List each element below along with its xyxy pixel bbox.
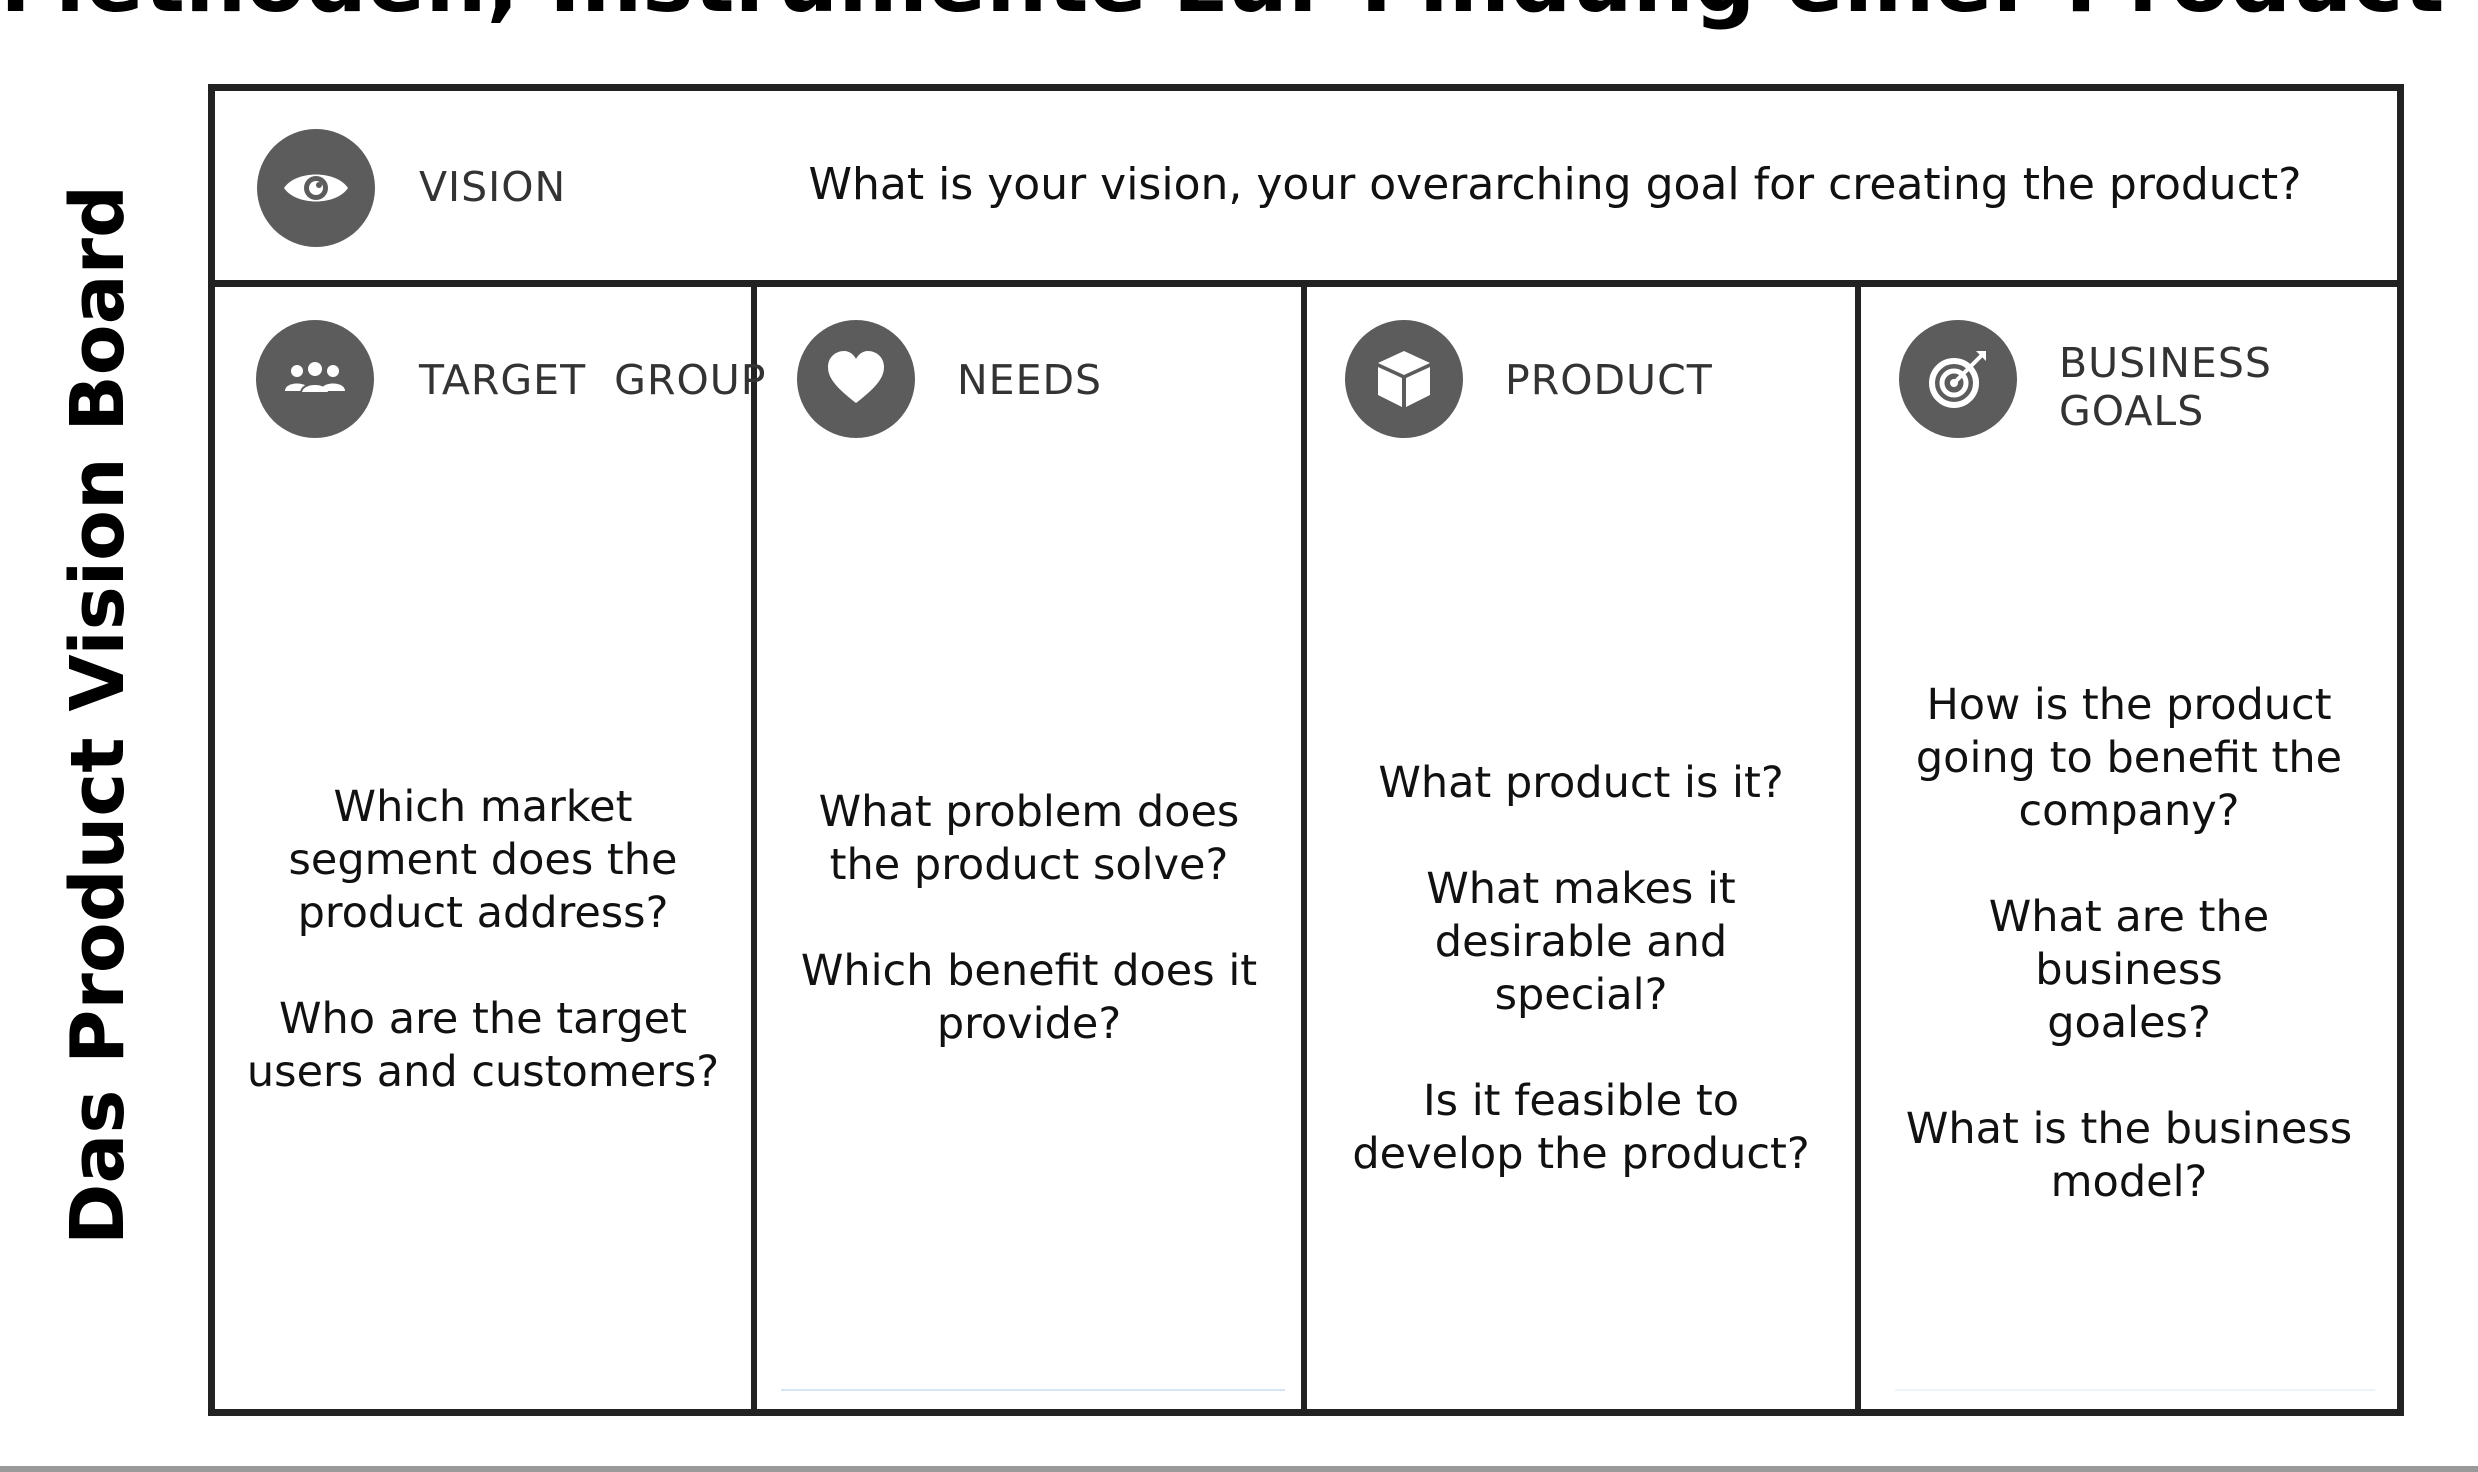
target-group-label: TARGET GROUP (419, 356, 767, 404)
question-text: Is it feasible to develop the product? (1352, 1076, 1810, 1179)
people-icon (285, 362, 345, 394)
vision-question: What is your vision, your overarching go… (808, 159, 2302, 210)
side-title: Das Product Vision Board (55, 184, 142, 1246)
needs-bottom-line (781, 1389, 1285, 1391)
bottom-rule (0, 1466, 2478, 1472)
business-goals-icon-badge (1899, 320, 2017, 438)
question-text: What is the business model? (1905, 1104, 2353, 1207)
slide-title: Methoden, Instrumente zur Findung einer … (0, 0, 2478, 25)
vision-label: VISION (419, 163, 567, 211)
business-goals-label-line1: BUSINESS (2059, 339, 2272, 387)
question-text: Who are the target users and customers? (246, 994, 720, 1097)
business-goals-label-line2: GOALS (2059, 387, 2205, 435)
column-divider-1 (751, 283, 757, 1409)
product-icon-badge (1345, 320, 1463, 438)
column-divider-2 (1301, 283, 1307, 1409)
question-text: How is the product going to benefit the … (1915, 680, 2343, 836)
business-goals-label: BUSINESS GOALS (2059, 339, 2272, 435)
question-text: What are the business goales? (1988, 892, 2270, 1048)
side-title-container: Das Product Vision Board (48, 185, 148, 1245)
vision-icon-badge (257, 129, 375, 247)
product-label: PRODUCT (1505, 356, 1713, 404)
goals-bottom-line (1895, 1389, 2375, 1391)
target-group-icon-badge (256, 320, 374, 438)
target-group-questions: Which market segment does the product ad… (215, 781, 751, 1099)
heart-icon (828, 351, 884, 403)
question-text: What makes it desirable and special? (1426, 864, 1736, 1020)
question-text: Which benefit does it provide? (800, 946, 1258, 1049)
business-goals-questions: How is the product going to benefit the … (1861, 679, 2397, 1209)
target-icon (1929, 351, 1986, 408)
needs-icon-badge (797, 320, 915, 438)
question-text: Which market segment does the product ad… (288, 782, 678, 938)
needs-label: NEEDS (957, 356, 1103, 404)
eye-icon (284, 174, 348, 202)
box-icon (1378, 351, 1430, 407)
product-questions: What product is it? What makes it desira… (1307, 757, 1855, 1181)
needs-questions: What problem does the product solve? Whi… (757, 786, 1301, 1051)
column-divider-3 (1855, 283, 1861, 1409)
question-text: What product is it? (1378, 758, 1784, 808)
question-text: What problem does the product solve? (818, 787, 1240, 890)
product-vision-board: VISION What is your vision, your overarc… (208, 84, 2404, 1416)
